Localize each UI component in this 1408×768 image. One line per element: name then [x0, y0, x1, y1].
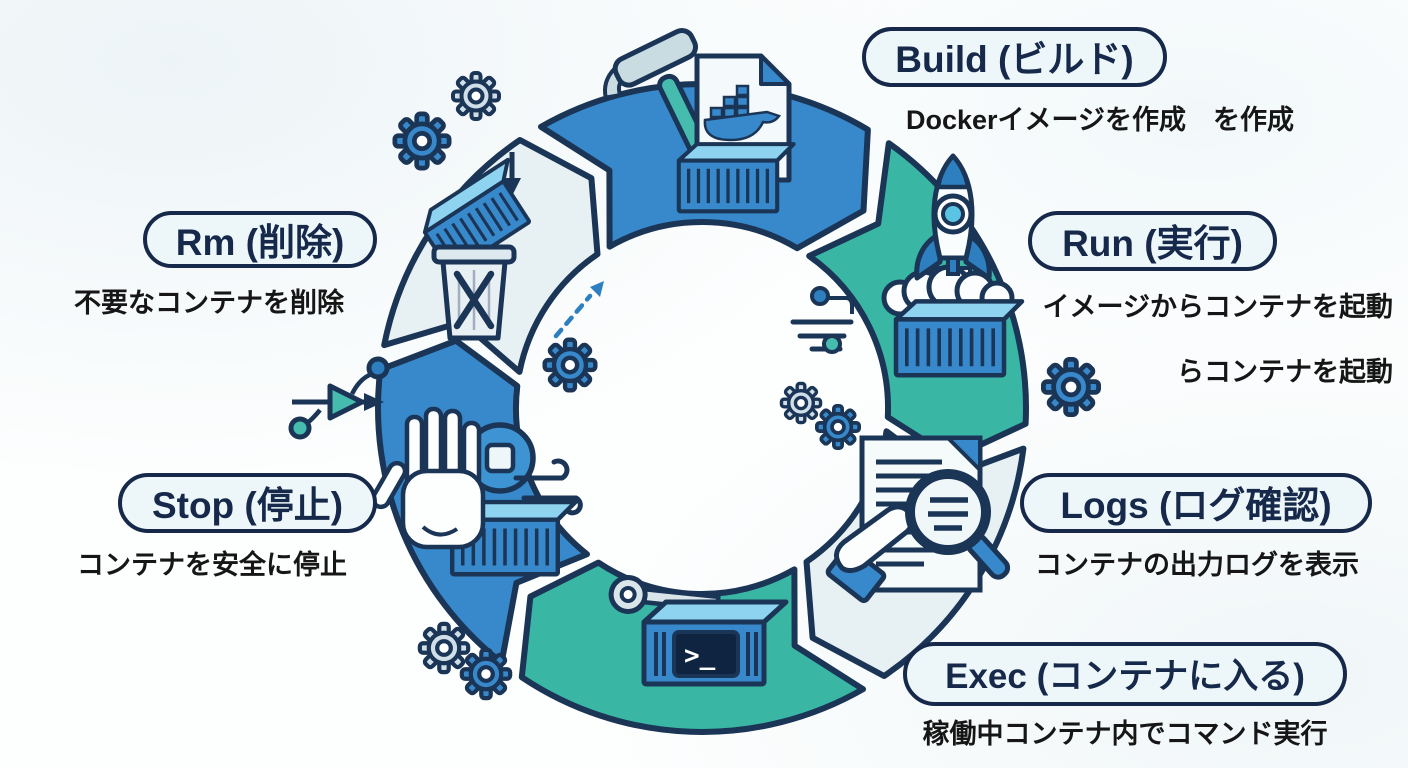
gear-icon: [779, 381, 823, 425]
circuit-dots-icon: [790, 286, 854, 354]
docker-logo: [703, 84, 782, 142]
exec-desc: 稼働中コンテナ内でコマンド実行: [922, 719, 1328, 749]
rocket-icon: [914, 153, 992, 281]
down-arrow-icon: [503, 152, 521, 196]
terminal-container-icon: >_: [641, 599, 789, 687]
rm-label-pill: Rm (削除): [143, 211, 377, 268]
run-label: Run (実行): [1062, 223, 1243, 264]
stop-label: Stop (停止): [151, 485, 344, 526]
exec-label-pill: Exec (コンテナに入る): [903, 642, 1347, 706]
gear-icon: [545, 340, 596, 391]
rm-desc: 不要なコンテナを削除: [74, 288, 344, 318]
stop-icon: [370, 406, 583, 574]
stop-label-pill: Stop (停止): [118, 473, 377, 533]
terminal-prompt: >_: [684, 641, 716, 671]
build-label: Build (ビルド): [895, 39, 1134, 80]
gear-icon: [420, 624, 468, 672]
container-icon: [679, 144, 794, 211]
flow-branch-icon: [288, 356, 390, 440]
run-desc-extra: らコンテナを起動: [1177, 357, 1393, 387]
stop-hand-icon: [370, 406, 486, 550]
exec-icon: >_: [608, 574, 789, 687]
rm-label: Rm (削除): [175, 221, 345, 263]
magnifier-icon: [905, 469, 1011, 580]
trash-icon: [431, 244, 517, 341]
run-icon: [790, 153, 1022, 375]
build-desc: Dockerイメージを作成 を作成: [905, 105, 1294, 135]
stop-desc: コンテナを安全に停止: [77, 550, 347, 580]
gear-icon: [815, 403, 862, 451]
gear-icon: [462, 650, 510, 698]
rm-icon: [414, 152, 545, 341]
logs-label: Logs (ログ確認): [1060, 485, 1332, 526]
gear-icon: [395, 114, 449, 168]
wind-swirl-icon: [513, 458, 583, 516]
logs-label-pill: Logs (ログ確認): [1020, 473, 1372, 533]
build-icon: [602, 28, 794, 212]
logs-desc: コンテナの出力ログを表示: [1035, 550, 1359, 580]
gear-icon: [451, 71, 501, 121]
exec-label: Exec (コンテナに入る): [945, 656, 1305, 696]
run-desc: イメージからコンテナを起動: [1042, 292, 1393, 322]
run-label-pill: Run (実行): [1028, 211, 1277, 271]
build-label-pill: Build (ビルド): [862, 27, 1167, 87]
dashed-arrow-icon: [553, 281, 604, 339]
logs-icon: [825, 435, 1011, 604]
